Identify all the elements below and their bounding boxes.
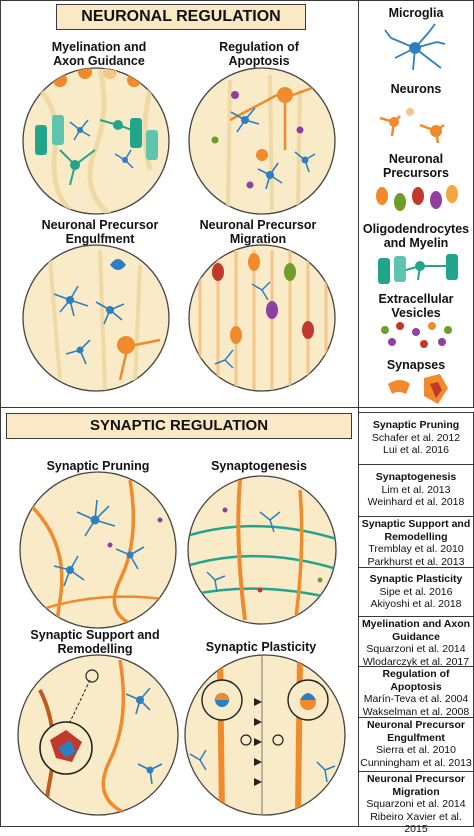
reference-title: Synaptic Pruning: [372, 419, 460, 431]
circle-synaptic-plasticity: [184, 654, 346, 816]
neuronal-regulation-title: NEURONAL REGULATION: [56, 4, 306, 30]
synaptic-regulation-title: SYNAPTIC REGULATION: [6, 413, 352, 439]
legend-icons: [376, 23, 458, 404]
reference-citation: Wlodarczyk et al. 2017: [362, 655, 470, 668]
reference-citation: Schafer et al. 2012: [371, 431, 461, 444]
reference-title: Synaptogenesis: [375, 471, 457, 483]
circle-myelination: [22, 67, 170, 215]
reference-citation: Lui et al. 2016: [383, 444, 449, 456]
circle-support-remodelling: [17, 654, 179, 816]
reference-citation: Sipe et al. 2016: [379, 585, 453, 598]
reference-synaptic-pruning: Synaptic Pruning Schafer et al. 2012 Lui…: [358, 412, 474, 465]
reference-synaptic-plasticity: Synaptic Plasticity Sipe et al. 2016 Aki…: [358, 567, 474, 617]
reference-citation: Parkhurst et al. 2013: [367, 555, 465, 568]
caption-apoptosis: Regulation of Apoptosis: [219, 40, 299, 68]
legend-label-oligodendrocytes: Oligodendrocytes and Myelin: [362, 222, 470, 250]
synapses-icon: [388, 374, 448, 404]
reference-title: Myelination and Axon Guidance: [361, 618, 471, 643]
legend-label-precursors: Neuronal Precursors: [382, 152, 449, 180]
reference-citation: Weinhard et al. 2018: [367, 496, 465, 508]
reference-citation: Sierra et al. 2010: [376, 744, 456, 756]
circle-precursor-engulfment: [22, 244, 170, 392]
neuronal-precursors-icon: [376, 185, 458, 211]
reference-citation: Lim et al. 2013: [381, 483, 451, 496]
reference-support-remodelling: Synaptic Support and Remodelling Trembla…: [358, 516, 474, 568]
circle-synaptic-pruning: [19, 471, 177, 629]
reference-title: Neuronal Precursor Migration: [366, 773, 466, 798]
reference-precursor-engulfment: Neuronal Precursor Engulfment Sierra et …: [358, 717, 474, 772]
oligodendrocytes-myelin-icon: [378, 254, 458, 284]
reference-title: Synaptic Plasticity: [369, 573, 463, 585]
caption-synaptogenesis: Synaptogenesis: [211, 459, 307, 473]
caption-precursor-engulfment: Neuronal Precursor Engulfment: [41, 218, 159, 246]
reference-citation: Squarzoni et al. 2014: [366, 798, 466, 810]
circle-apoptosis: [188, 67, 336, 215]
reference-apoptosis: Regulation of Apoptosis Marín-Teva et al…: [358, 666, 474, 718]
reference-precursor-migration: Neuronal Precursor Migration Squarzoni e…: [358, 771, 474, 835]
caption-synaptic-pruning: Synaptic Pruning: [46, 459, 150, 473]
caption-support-remodelling: Synaptic Support and Remodelling: [30, 628, 160, 656]
reference-citation: Marín-Teva et al. 2004: [363, 693, 469, 705]
reference-synaptogenesis: Synaptogenesis Lim et al. 2013 Weinhard …: [358, 464, 474, 517]
reference-myelination: Myelination and Axon Guidance Squarzoni …: [358, 616, 474, 668]
reference-citation: Cunningham et al. 2013: [360, 756, 472, 769]
extracellular-vesicles-icon: [381, 322, 452, 348]
reference-title: Regulation of Apoptosis: [382, 668, 450, 693]
reference-citation: Wakselman et al. 2008: [362, 705, 470, 718]
reference-citation: Akiyoshi et al. 2018: [370, 598, 462, 610]
reference-citation: Squarzoni et al. 2014: [366, 643, 466, 655]
microglia-icon: [384, 23, 446, 71]
legend-label-neurons: Neurons: [390, 82, 442, 96]
legend-label-microglia: Microglia: [388, 6, 444, 20]
caption-synaptic-plasticity: Synaptic Plasticity: [205, 640, 317, 654]
neurons-icon: [379, 108, 445, 144]
caption-precursor-migration: Neuronal Precursor Migration: [199, 218, 317, 246]
circle-synaptogenesis: [187, 475, 337, 625]
reference-citation: Tremblay et al. 2010: [368, 543, 464, 555]
reference-title: Synaptic Support and Remodelling: [361, 518, 471, 543]
reference-title: Neuronal Precursor Engulfment: [366, 719, 466, 744]
legend-label-synapses: Synapses: [386, 358, 446, 372]
reference-citation: Ribeiro Xavier et al. 2015: [370, 810, 462, 836]
caption-myelination: Myelination and Axon Guidance: [51, 40, 147, 68]
legend-label-vesicles: Extracellular Vesicles: [378, 292, 454, 320]
